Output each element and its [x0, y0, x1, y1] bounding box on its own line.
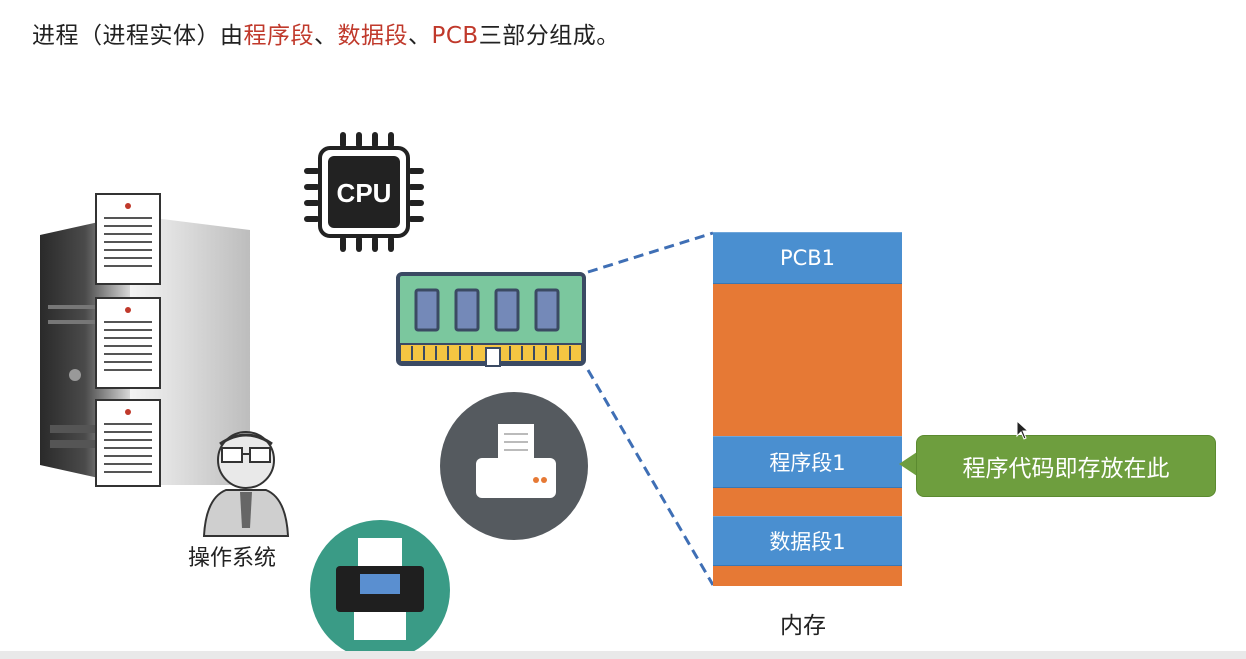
- memory-segment-free: [713, 566, 902, 586]
- document-icon: [95, 193, 161, 487]
- os-label: 操作系统: [188, 546, 277, 571]
- memory-segment-free: [713, 488, 902, 516]
- bottom-strip: [0, 651, 1246, 659]
- memory-segment-data: 数据段1: [713, 516, 902, 566]
- headline-part2: 三部分组成。: [478, 23, 620, 49]
- headline-data-seg: 数据段: [337, 23, 408, 49]
- headline-pcb: PCB: [431, 23, 479, 49]
- ram-module-icon: [396, 272, 586, 367]
- memory-segment-free: [713, 284, 902, 436]
- headline-code-seg: 程序段: [243, 23, 314, 49]
- scanner-icon: [310, 520, 450, 659]
- memory-segment-code: 程序段1: [713, 436, 902, 488]
- callout-pointer: [899, 452, 917, 476]
- person-icon: [202, 431, 290, 537]
- cpu-label: CPU: [337, 178, 392, 208]
- headline-part1: 进程（进程实体）由: [32, 23, 244, 49]
- mouse-cursor-icon: [1016, 420, 1030, 440]
- memory-segment-pcb: PCB1: [713, 232, 902, 284]
- connector-bottom-line: [586, 369, 715, 586]
- callout-box: 程序代码即存放在此: [916, 435, 1216, 497]
- cpu-chip-icon: CPU: [304, 132, 424, 252]
- headline: 进程（进程实体）由程序段、数据段、PCB三部分组成。: [32, 16, 620, 50]
- printer-icon: [440, 392, 588, 540]
- headline-sep1: 、: [314, 23, 338, 49]
- memory-block: PCB1 程序段1 数据段1: [713, 232, 902, 586]
- memory-label: 内存: [780, 613, 826, 639]
- connector-top-line: [587, 231, 714, 274]
- headline-sep2: 、: [408, 23, 432, 49]
